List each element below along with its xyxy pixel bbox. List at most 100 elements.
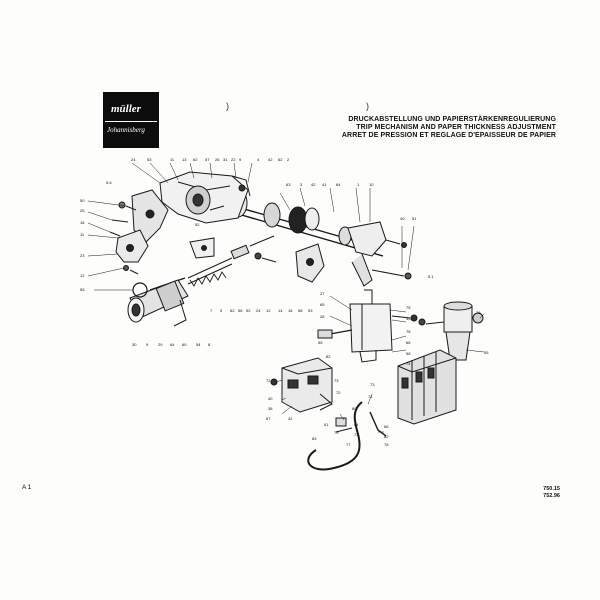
part-number-label: 72	[336, 390, 341, 395]
valve-manifold	[270, 357, 333, 413]
part-number-label: 58	[298, 308, 303, 313]
air-hose	[307, 401, 387, 471]
part-number-label: 55	[318, 340, 323, 345]
part-number-label: 79	[334, 430, 339, 435]
part-number-label: 76	[476, 310, 481, 315]
page-title: DRUCKABSTELLUNG UND PAPIERSTÄRKENREGULIE…	[342, 116, 556, 140]
lever-arm	[347, 221, 412, 287]
part-number-label: 66	[384, 424, 389, 429]
part-number-label: 3	[300, 182, 303, 187]
reference-numbers: 750.15 752.96	[543, 486, 560, 500]
part-number-label: 41	[322, 182, 327, 187]
part-number-label: 42	[288, 416, 293, 421]
part-number-label: 53	[147, 157, 152, 162]
title-line-fr: ARRET DE PRESSION ET REGLAGE D'EPAISSEUR…	[341, 132, 556, 139]
part-number-label: 72	[266, 378, 271, 383]
sheet-marker: A 1	[22, 484, 32, 491]
part-number-label: 55	[80, 287, 85, 292]
part-number-label: 1	[357, 182, 360, 187]
part-number-label: 52	[195, 222, 200, 227]
part-number-label: 61	[324, 422, 329, 427]
part-number-label: 2	[287, 157, 290, 162]
part-number-label: 80	[352, 406, 357, 411]
part-number-label: 16	[80, 220, 85, 225]
part-number-label: 5	[220, 308, 223, 313]
part-number-label: 82	[384, 434, 389, 439]
logo-brand-text: müller	[109, 103, 143, 115]
part-number-label: 7	[210, 308, 213, 313]
part-number-label: 14	[278, 308, 283, 313]
part-number-label: 65	[320, 302, 325, 307]
part-number-label: 67	[266, 416, 271, 421]
part-number-label: 28	[320, 314, 325, 319]
part-number-label: 23	[80, 253, 85, 258]
part-number-label: 58	[406, 351, 411, 356]
part-number-label: 24	[256, 308, 261, 313]
part-number-label: 53	[308, 308, 313, 313]
part-number-label: 75	[406, 305, 411, 310]
part-number-label: 54	[196, 342, 201, 347]
part-number-label: 52	[246, 308, 251, 313]
part-number-label: 55	[484, 350, 489, 355]
part-number-label: 84	[354, 422, 359, 427]
part-number-label: 26	[215, 157, 220, 162]
part-number-label: 9	[146, 342, 149, 347]
part-number-label: 24	[131, 157, 136, 162]
part-number-label: 82	[326, 354, 331, 359]
pneumatic-cylinder	[317, 289, 418, 363]
valve-block	[397, 349, 457, 425]
leader-lines	[87, 162, 485, 433]
part-number-label: 4	[257, 157, 260, 162]
filter-regulator	[418, 301, 484, 361]
part-number-label: 64	[170, 342, 175, 347]
reference-number: 752.96	[543, 493, 560, 499]
part-number-label: 73	[334, 378, 339, 383]
part-number-label: 63	[286, 182, 291, 187]
part-number-label: 71	[368, 394, 373, 399]
part-number-label: 60	[182, 342, 187, 347]
part-number-label: 64	[336, 182, 341, 187]
part-number-label: 25	[80, 208, 85, 213]
logo-underline	[105, 121, 157, 123]
part-number-label: 51	[412, 216, 417, 221]
part-number-label: 50	[80, 198, 85, 203]
part-number-label: 78	[384, 442, 389, 447]
lower-cylinder	[127, 279, 189, 327]
part-number-label: 27	[320, 291, 325, 296]
title-line-de: DRUCKABSTELLUNG UND PAPIERSTÄRKENREGULIE…	[348, 116, 556, 123]
part-number-label: 66	[406, 340, 411, 345]
upper-housing	[159, 171, 251, 224]
part-number-label: 73	[354, 432, 359, 437]
left-bracket	[109, 189, 169, 275]
part-number-label: 22	[231, 157, 236, 162]
section-label: 5.1	[428, 274, 434, 279]
punch-mark-icon: )	[366, 101, 369, 111]
part-number-label: 29	[158, 342, 163, 347]
part-number-label: 35	[406, 316, 411, 321]
part-number-label: 9	[239, 157, 242, 162]
part-number-label: 8	[208, 342, 211, 347]
part-number-label: 56	[238, 308, 243, 313]
part-number-label: 62	[193, 157, 198, 162]
part-number-label: 73	[370, 382, 375, 387]
part-number-label: 38	[268, 406, 273, 411]
section-label: 5.6	[106, 180, 112, 185]
part-number-label: 83	[312, 436, 317, 441]
part-number-label: 62	[278, 157, 283, 162]
part-number-label: 10	[369, 182, 374, 187]
part-number-label: 11	[80, 232, 85, 237]
part-number-label: 40	[400, 216, 405, 221]
part-number-label: 42	[311, 182, 316, 187]
part-number-label: 13	[182, 157, 187, 162]
brand-logo: müller Johannisberg	[103, 92, 159, 148]
part-number-label: 77	[346, 442, 351, 447]
part-number-label: 40	[268, 396, 273, 401]
part-number-label: 16	[288, 308, 293, 313]
part-number-label: 42	[268, 157, 273, 162]
part-number-label: 78	[406, 329, 411, 334]
part-number-label: 62	[230, 308, 235, 313]
part-number-label: 12	[266, 308, 271, 313]
